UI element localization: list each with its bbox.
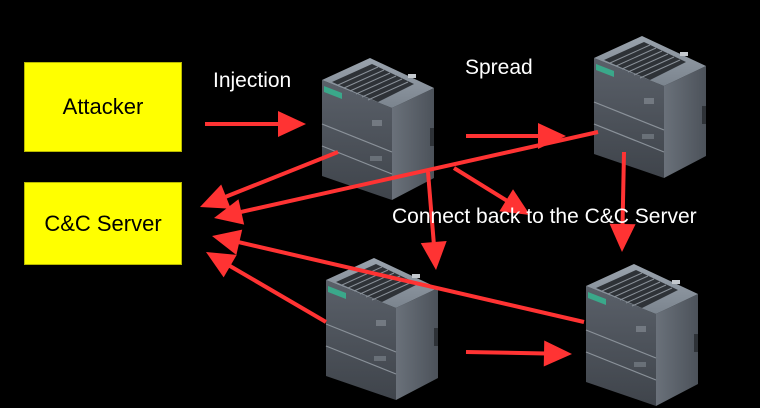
- arrow-connect-plc4-cc-shaft: [236, 239, 585, 324]
- arrow-spread-plc1-plc4-head: [499, 189, 530, 215]
- arrow-spread-plc1-plc4: [452, 166, 530, 215]
- arrow-spread-plc1-plc3-shaft: [426, 171, 436, 245]
- arrow-connect-plc3-cc: [206, 252, 328, 324]
- arrow-spread-plc3-plc4-head: [543, 340, 572, 367]
- plc-3-icon: [325, 257, 439, 401]
- arrow-spread-plc3-plc4: [465, 340, 572, 367]
- arrow-spread-plc1-plc3-head: [420, 241, 447, 270]
- cc-server-node: C&C Server: [24, 182, 182, 265]
- arrow-connect-plc1-cc-shaft: [223, 150, 339, 200]
- arrow-connect-plc2-cc-shaft: [238, 130, 599, 215]
- attacker-node: Attacker: [24, 62, 182, 152]
- arrow-connect-plc1-cc-head: [200, 184, 231, 209]
- arrow-injection-head: [278, 111, 306, 137]
- connect-back-label: Connect back to the C&C Server: [392, 205, 697, 228]
- arrow-connect-plc4-cc-head: [212, 229, 243, 255]
- arrow-spread-plc1-plc4-shaft: [452, 166, 509, 204]
- arrow-connect-plc2-cc: [214, 130, 599, 225]
- plc-2-icon: [593, 35, 707, 179]
- arrow-connect-plc4-cc: [212, 229, 585, 324]
- arrow-spread-plc2-plc4-shaft: [620, 151, 626, 227]
- arrow-connect-plc1-cc: [200, 150, 339, 209]
- cc-server-label: C&C Server: [44, 210, 162, 236]
- arrow-connect-plc3-cc-shaft: [227, 263, 328, 324]
- arrow-injection: [205, 111, 306, 137]
- spread-label: Spread: [465, 56, 533, 79]
- arrow-connect-plc2-cc-head: [214, 199, 245, 225]
- injection-label: Injection: [213, 69, 292, 92]
- arrow-spread-plc2-plc4: [609, 151, 636, 252]
- arrow-spread-plc1-plc2: [466, 123, 566, 149]
- plc-1-icon: [321, 57, 435, 201]
- arrow-spread-plc2-plc4-head: [609, 223, 636, 252]
- plc-4-icon: [585, 263, 699, 407]
- arrow-spread-plc3-plc4-shaft: [465, 350, 547, 356]
- attacker-label: Attacker: [62, 94, 144, 119]
- arrow-spread-plc1-plc3: [420, 171, 447, 270]
- arrow-connect-plc3-cc-head: [206, 252, 237, 278]
